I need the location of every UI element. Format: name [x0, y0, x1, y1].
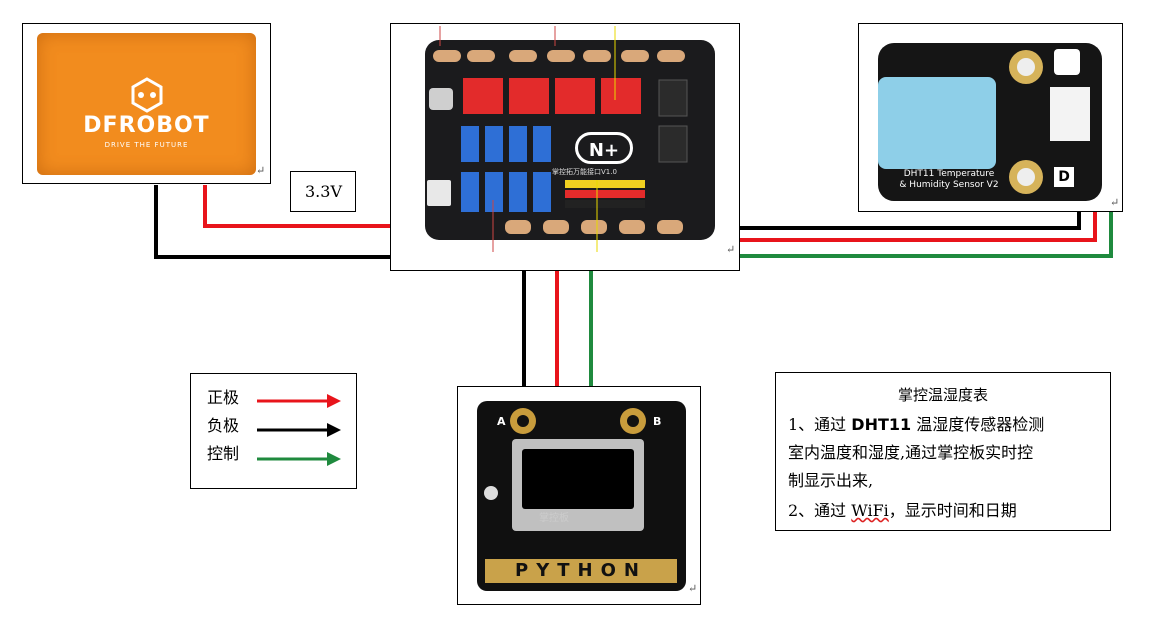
paragraph-mark: ↵: [726, 243, 736, 256]
description-line-1: 1、通过 DHT11 温湿度传感器检测: [788, 415, 1045, 434]
battery-brand: DFROBOT: [83, 113, 210, 138]
legend-control-label: 控制: [207, 444, 240, 463]
board-logo: N+: [575, 132, 633, 164]
paragraph-mark: ↵: [688, 582, 698, 595]
controller-parts: [484, 408, 677, 583]
battery-negative-wire: [154, 185, 392, 259]
controller-image: A B 掌控板 PYTHON: [477, 401, 686, 591]
controller-chip-text: 掌控板: [539, 513, 569, 524]
robot-logo-icon: [131, 77, 163, 113]
legend-control-arrow: [257, 452, 341, 466]
pad-b-label: B: [653, 415, 662, 428]
dht11-sensor-image: D DHT11 Temperature & Humidity Sensor V2: [878, 43, 1102, 201]
sensor-label-line2: & Humidity Sensor V2: [899, 180, 999, 190]
battery-positive-wire: [203, 185, 392, 228]
pointer-lines: [439, 26, 616, 252]
description-line-2: 室内温度和湿度,通过掌控板实时控: [788, 443, 1034, 462]
paragraph-mark: ↵: [1110, 196, 1120, 209]
sensor-negative-wire: [740, 212, 1081, 230]
legend-positive-label: 正极: [207, 388, 240, 407]
legend-box: 正极 负极 控制: [190, 373, 357, 489]
legend-positive-arrow: [257, 394, 341, 408]
battery-tagline: DRIVE THE FUTURE: [104, 141, 189, 149]
description-line-4: 2、通过 WiFi，显示时间和日期: [788, 501, 1017, 520]
legend-negative-arrow: [257, 423, 341, 437]
legend-negative-label: 负极: [207, 416, 240, 435]
expansion-board-image: [425, 26, 715, 252]
legend-arrows: [257, 394, 341, 466]
sensor-positive-wire: [740, 212, 1097, 242]
board-connectors: [427, 50, 688, 234]
description-title: 掌控温湿度表: [897, 386, 988, 404]
sensor-parts: [878, 49, 1090, 194]
sensor-label: DHT11 Temperature & Humidity Sensor V2: [884, 169, 1014, 191]
controller-bottom-text: PYTHON: [515, 560, 647, 581]
pad-a-label: A: [497, 415, 506, 428]
paragraph-mark: ↵: [256, 164, 266, 177]
voltage-label-box: 3.3V: [290, 171, 356, 212]
voltage-label: 3.3V: [305, 182, 342, 201]
sensor-control-wire: [740, 212, 1113, 258]
sensor-label-line1: DHT11 Temperature: [903, 169, 995, 179]
sensor-badge: D: [1054, 167, 1074, 187]
description-box: 掌控温湿度表 1、通过 DHT11 温湿度传感器检测 室内温度和湿度,通过掌控板…: [775, 372, 1111, 531]
description-line-3: 制显示出来,: [788, 471, 874, 490]
board-label: 掌控拓万能接口V1.0: [552, 168, 617, 176]
battery-image: DFROBOT DRIVE THE FUTURE: [37, 33, 256, 175]
